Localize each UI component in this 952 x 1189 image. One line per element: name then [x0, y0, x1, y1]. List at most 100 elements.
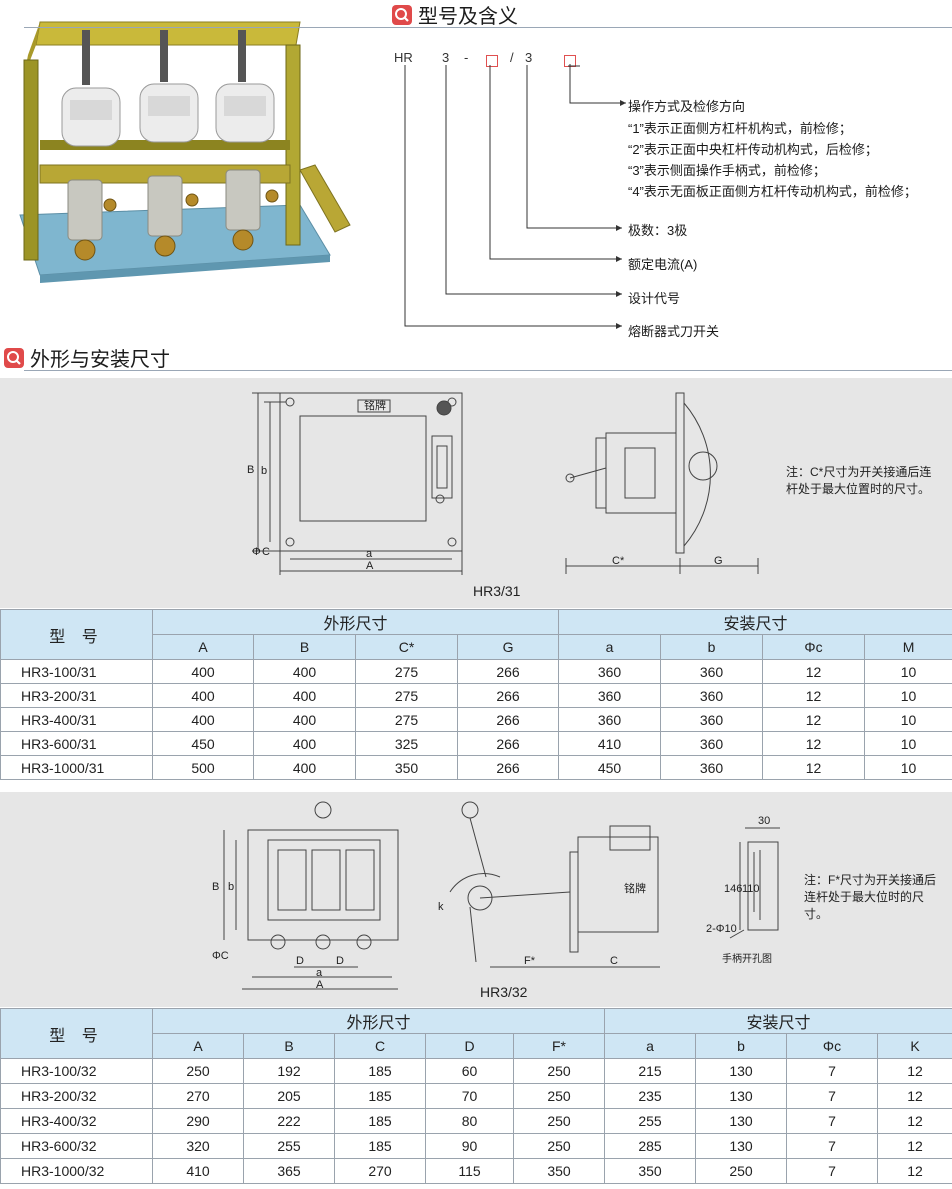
code-box	[486, 52, 498, 70]
diagram-hr3-31: 铭牌 B b a A Φ C C* G 注：C*尺寸为开关接通后连杆处于最大位置…	[0, 378, 952, 608]
value-cell: 450	[152, 731, 254, 756]
value-cell: 275	[355, 707, 458, 732]
search-icon	[4, 347, 24, 368]
group-install: 安装尺寸	[558, 609, 952, 635]
diagram2-note: 注：F*尺寸为开关接通后连杆处于最大位时的尺寸。	[804, 873, 937, 921]
value-cell: 400	[253, 683, 356, 708]
value-cell: 360	[660, 683, 764, 708]
value-cell: 222	[243, 1108, 335, 1134]
model-cell: HR3-100/31	[0, 659, 153, 684]
value-cell: 410	[152, 1158, 244, 1184]
col-header: a	[604, 1033, 697, 1059]
design-desc: 设计代号	[628, 291, 681, 306]
value-cell: 400	[253, 659, 356, 684]
value-cell: 360	[660, 755, 764, 780]
value-cell: 235	[604, 1083, 697, 1109]
model-cell: HR3-400/31	[0, 707, 153, 732]
value-cell: 255	[604, 1108, 697, 1134]
col-header: K	[877, 1033, 952, 1059]
value-cell: 12	[762, 731, 866, 756]
type-desc: 熔断器式刀开关	[628, 324, 720, 339]
value-cell: 12	[877, 1083, 952, 1109]
value-cell: 10	[864, 707, 952, 732]
col-header: A	[152, 1033, 244, 1059]
model-cell: HR3-200/31	[0, 683, 153, 708]
dim-phiC: ΦC	[212, 950, 229, 962]
poles-desc: 极数：3极	[628, 223, 688, 238]
value-cell: 192	[243, 1058, 335, 1084]
value-cell: 266	[456, 659, 560, 684]
product-photo	[0, 0, 372, 320]
value-cell: 12	[877, 1158, 952, 1184]
value-cell: 130	[695, 1133, 788, 1159]
code-sep: /	[510, 50, 514, 65]
value-cell: 400	[152, 659, 254, 684]
col-header: a	[558, 634, 662, 660]
value-cell: 266	[456, 707, 560, 732]
value-cell: 130	[695, 1108, 788, 1134]
value-cell: 275	[355, 683, 458, 708]
dim-a: a	[366, 548, 373, 560]
op-option-1: “1”表示正面侧方杠杆机构式，前检修；	[628, 121, 852, 136]
value-cell: 250	[695, 1158, 788, 1184]
dim-B: B	[212, 881, 219, 893]
value-cell: 10	[864, 659, 952, 684]
col-header: C*	[355, 634, 458, 660]
col-header: Φc	[786, 1033, 879, 1059]
value-cell: 250	[512, 1058, 606, 1084]
divider	[24, 27, 952, 28]
dim-G: G	[714, 555, 723, 567]
dim-A: A	[366, 560, 374, 572]
dim-Cstar: C*	[612, 555, 625, 567]
code-part: 3	[442, 50, 450, 65]
col-header: M	[864, 634, 952, 660]
value-cell: 350	[355, 755, 458, 780]
current-desc: 额定电流(A)	[628, 257, 698, 272]
value-cell: 290	[152, 1108, 244, 1134]
table-hr3-32: 型 号 外形尺寸 安装尺寸 A B C D F* a b Φc K HR3-10…	[0, 1008, 952, 1184]
dim-b: b	[261, 465, 267, 477]
value-cell: 185	[334, 1133, 426, 1159]
value-cell: 205	[243, 1083, 335, 1109]
dim-30: 30	[758, 815, 770, 827]
value-cell: 90	[425, 1133, 514, 1159]
value-cell: 7	[786, 1158, 879, 1184]
group-outer: 外形尺寸	[151, 609, 560, 635]
diagram1-caption: HR3/31	[473, 583, 521, 599]
group-install: 安装尺寸	[604, 1008, 952, 1034]
table-hr3-31: 型 号 外形尺寸 安装尺寸 A B C* G a b Φc M HR3-100/…	[0, 609, 952, 780]
value-cell: 185	[334, 1108, 426, 1134]
col-header: Φc	[762, 634, 866, 660]
value-cell: 500	[152, 755, 254, 780]
value-cell: 185	[334, 1058, 426, 1084]
code-part: 3	[525, 50, 533, 65]
value-cell: 7	[786, 1058, 879, 1084]
model-cell: HR3-1000/31	[0, 755, 153, 780]
value-cell: 360	[660, 731, 764, 756]
col-header: C	[334, 1033, 426, 1059]
value-cell: 130	[695, 1083, 788, 1109]
hole-caption: 手柄开孔图	[722, 952, 772, 965]
value-cell: 400	[152, 683, 254, 708]
value-cell: 255	[243, 1133, 335, 1159]
model-cell: HR3-600/31	[0, 731, 153, 756]
dim-D: D	[296, 955, 304, 967]
value-cell: 360	[660, 707, 764, 732]
value-cell: 400	[253, 731, 356, 756]
value-cell: 365	[243, 1158, 335, 1184]
value-cell: 400	[253, 755, 356, 780]
value-cell: 80	[425, 1108, 514, 1134]
value-cell: 360	[558, 707, 662, 732]
search-icon	[392, 4, 412, 25]
value-cell: 10	[864, 683, 952, 708]
col-header: B	[253, 634, 356, 660]
value-cell: 10	[864, 755, 952, 780]
code-leader-lines	[404, 64, 626, 329]
